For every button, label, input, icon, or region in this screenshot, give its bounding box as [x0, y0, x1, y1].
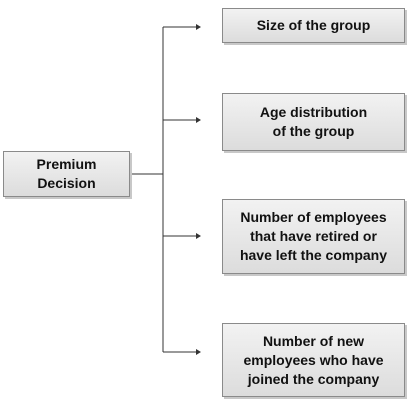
age-distribution-node: Age distribution of the group: [222, 93, 405, 151]
branch-1-arrowhead: [196, 117, 201, 123]
retired-or-left-employees-node: Number of employees that have retired or…: [222, 199, 405, 274]
branch-3-arrowhead: [196, 349, 201, 355]
premium-decision-node: Premium Decision: [3, 151, 130, 197]
branch-0-arrowhead: [196, 24, 201, 30]
branch-2-arrowhead: [196, 233, 201, 239]
new-employees-node: Number of new employees who have joined …: [222, 323, 405, 397]
group-size-node: Size of the group: [222, 8, 405, 43]
